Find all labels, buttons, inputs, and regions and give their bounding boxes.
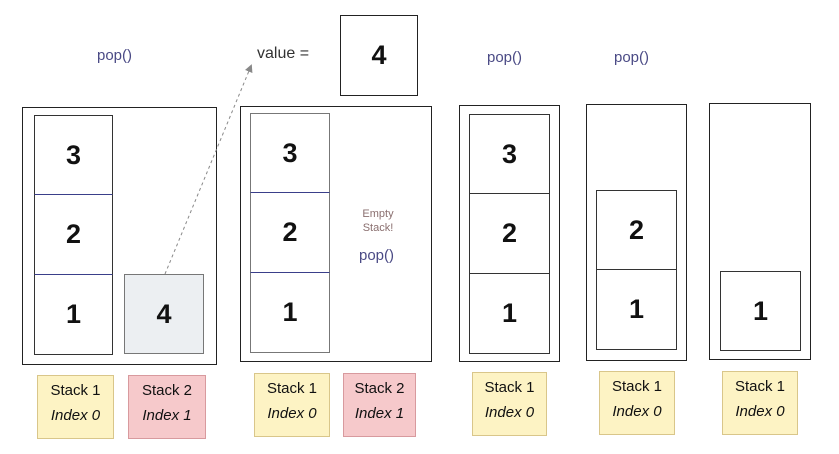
pop-operation-1: pop() [97, 47, 133, 64]
stack-index: Index 0 [484, 404, 535, 421]
stack-name: Stack 1 [266, 380, 318, 397]
stack-index: Index 0 [50, 407, 101, 424]
pop-operation-3: pop() [487, 49, 523, 66]
stack-index: Index 0 [735, 403, 785, 420]
stack2-item: 4 [124, 274, 204, 354]
stack-name: Stack 1 [50, 382, 101, 399]
stack-name: Stack 1 [734, 378, 786, 395]
stack1-item: 3 [34, 115, 113, 195]
stack-index: Index 0 [267, 405, 317, 422]
stack-label-card: Stack 2 Index 1 [343, 373, 416, 437]
stack-label-card: Stack 1 Index 0 [722, 371, 798, 435]
pop-operation-2: pop() [359, 247, 395, 264]
stack-index: Index 1 [142, 407, 192, 424]
stack1-item: 1 [596, 269, 677, 350]
stack-name: Stack 2 [141, 382, 193, 399]
stack1-item: 1 [34, 274, 113, 355]
popped-value-box: 4 [340, 15, 418, 96]
stack-name: Stack 1 [484, 379, 535, 396]
stack1-item: 2 [596, 190, 677, 270]
stack-label-card: Stack 1 Index 0 [599, 371, 675, 435]
stack1-item: 3 [250, 113, 330, 193]
stack1-item: 3 [469, 114, 550, 194]
value-label: value = [257, 45, 310, 62]
stack-index: Index 1 [354, 405, 405, 422]
note-line-1: Empty [362, 208, 394, 220]
stack1-item: 2 [34, 194, 113, 275]
pop-operation-4: pop() [614, 49, 650, 66]
pop-arrow-line [164, 64, 253, 275]
stack1-item: 1 [720, 271, 801, 351]
stack-label-card: Stack 1 Index 0 [37, 375, 114, 439]
stack-label-card: Stack 1 Index 0 [254, 373, 330, 437]
stack-index: Index 0 [612, 403, 662, 420]
stack1-item: 2 [469, 193, 550, 274]
stack1-item: 2 [250, 192, 330, 273]
stack-name: Stack 1 [611, 378, 663, 395]
empty-stack-note: Empty Stack! [348, 207, 408, 235]
stack-name: Stack 2 [354, 380, 405, 397]
stack-label-card: Stack 2 Index 1 [128, 375, 206, 439]
stack-label-card: Stack 1 Index 0 [472, 372, 547, 436]
stack1-item: 1 [250, 272, 330, 353]
note-line-2: Stack! [362, 222, 394, 234]
stack1-item: 1 [469, 273, 550, 354]
